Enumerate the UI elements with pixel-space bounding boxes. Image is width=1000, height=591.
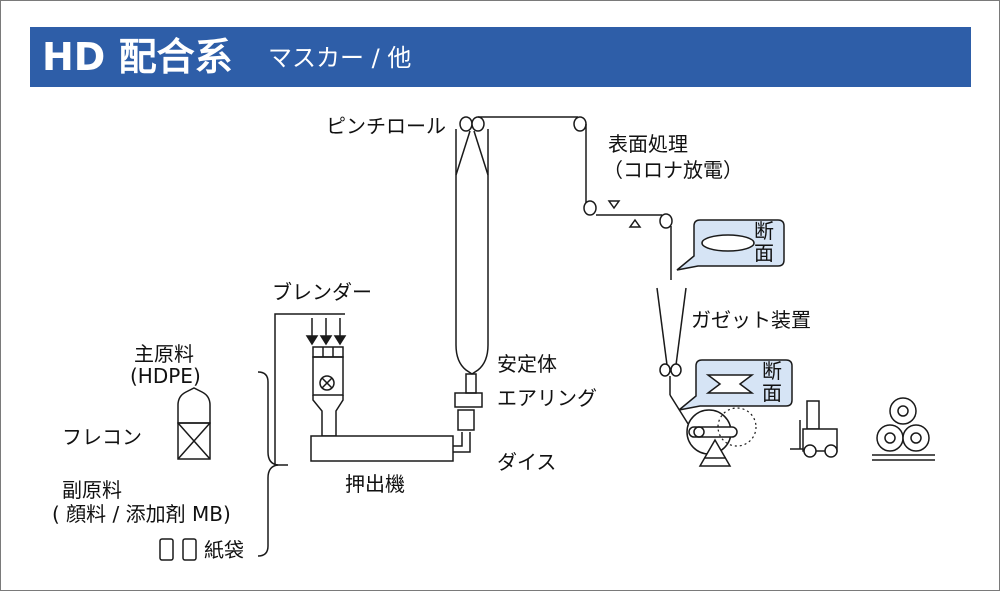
- flexible-container-label: フレコン: [62, 425, 142, 449]
- surface-treatment-label: 表面処理: [608, 132, 688, 156]
- cross-section-callout-2: [678, 359, 793, 411]
- pinch-roll: [455, 116, 489, 176]
- paper-bag-label: 紙袋: [204, 538, 244, 562]
- diagram-title: HD 配合系: [42, 35, 233, 79]
- gusset-label: ガゼット装置: [691, 308, 811, 332]
- corona-marker: [607, 200, 642, 228]
- blender-label: ブレンダー: [272, 280, 372, 304]
- cross-section-label-2: 断面: [762, 359, 782, 405]
- sub-material-detail-label: ( 顔料 / 添加剤 MB): [52, 502, 231, 526]
- pinch-roll-label: ピンチロール: [326, 114, 446, 138]
- cross-section-callout-1: [676, 219, 785, 271]
- extruder: [310, 373, 483, 462]
- cross-section-label-1: 断面: [754, 219, 774, 265]
- corona-label: （コロナ放電）: [603, 158, 743, 182]
- main-material-type-label: (HDPE): [130, 364, 201, 388]
- flexible-container-icon: [177, 387, 211, 460]
- film-bubble: [455, 129, 489, 375]
- materials-brace: [257, 371, 279, 557]
- paper-bags-icon: [159, 538, 197, 561]
- sub-material-label: 副原料: [62, 478, 122, 502]
- film-path: [478, 116, 673, 280]
- air-ring-label: エアリング: [497, 386, 597, 410]
- die-label: ダイス: [497, 450, 557, 474]
- forklift: [790, 400, 838, 458]
- main-material-label: 主原料: [134, 342, 194, 366]
- stabilizer-label: 安定体: [497, 352, 557, 376]
- blender: [274, 313, 347, 466]
- title-bar: HD 配合系 マスカー / 他: [30, 27, 971, 87]
- extruder-label: 押出機: [345, 472, 405, 496]
- product-rolls: [872, 397, 935, 461]
- winder: [686, 407, 757, 467]
- gusset-device: [656, 287, 691, 428]
- diagram-subtitle: マスカー / 他: [268, 44, 412, 72]
